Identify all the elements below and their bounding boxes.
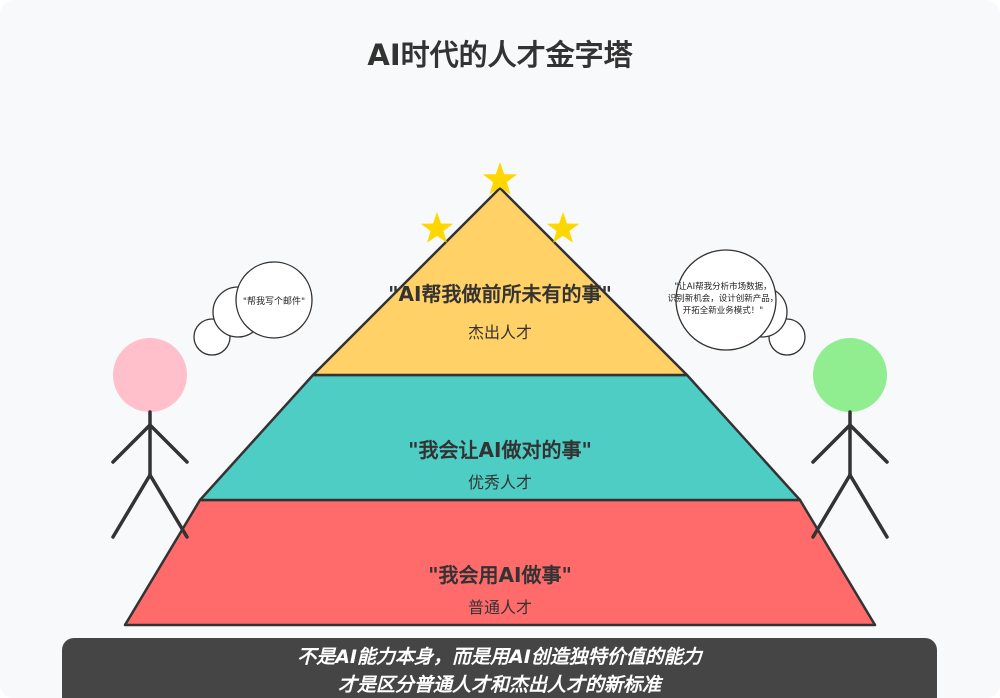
top-tier-label: 杰出人才 [468, 323, 532, 342]
thought-bubble-main [675, 249, 777, 351]
left-person [111, 338, 189, 539]
right-person-head [813, 338, 887, 412]
banner-line-1: 不是AI能力本身，而是用AI创造独特价值的能力 [297, 646, 702, 668]
star-icon [482, 162, 518, 195]
left-person-body [111, 410, 189, 539]
right-bubble-text-line2: 识别新机会，设计创新产品， [668, 293, 779, 304]
pyramid-tier-top [311, 186, 689, 377]
bottom-tier-quote: "我会用AI做事" [428, 563, 572, 587]
right-bubble-text-line3: 开拓全新业务模式！" [683, 305, 764, 316]
conclusion-banner: 不是AI能力本身，而是用AI创造独特价值的能力 才是区分普通人才和杰出人才的新标… [62, 638, 937, 698]
top-tier-quote: "AI帮我做前所未有的事" [388, 282, 612, 306]
banner-line-2: 才是区分普通人才和杰出人才的新标准 [337, 674, 661, 696]
page-title: AI时代的人才金字塔 [367, 38, 633, 72]
star-icon [546, 212, 580, 243]
right-bubble-text-line1: "让AI帮我分析市场数据， [674, 281, 771, 292]
right-person-body [811, 410, 889, 539]
middle-tier-quote: "我会让AI做对的事" [408, 438, 592, 462]
left-person-head [113, 338, 187, 412]
right-thought-bubble [675, 249, 806, 356]
bottom-tier-label: 普通人才 [468, 598, 532, 617]
thought-bubble-main [235, 261, 313, 339]
middle-tier-label: 优秀人才 [468, 473, 532, 492]
right-person [811, 338, 889, 539]
left-thought-bubble [193, 261, 313, 356]
left-bubble-text: "帮我写个邮件" [243, 295, 305, 307]
star-icon [420, 212, 454, 243]
